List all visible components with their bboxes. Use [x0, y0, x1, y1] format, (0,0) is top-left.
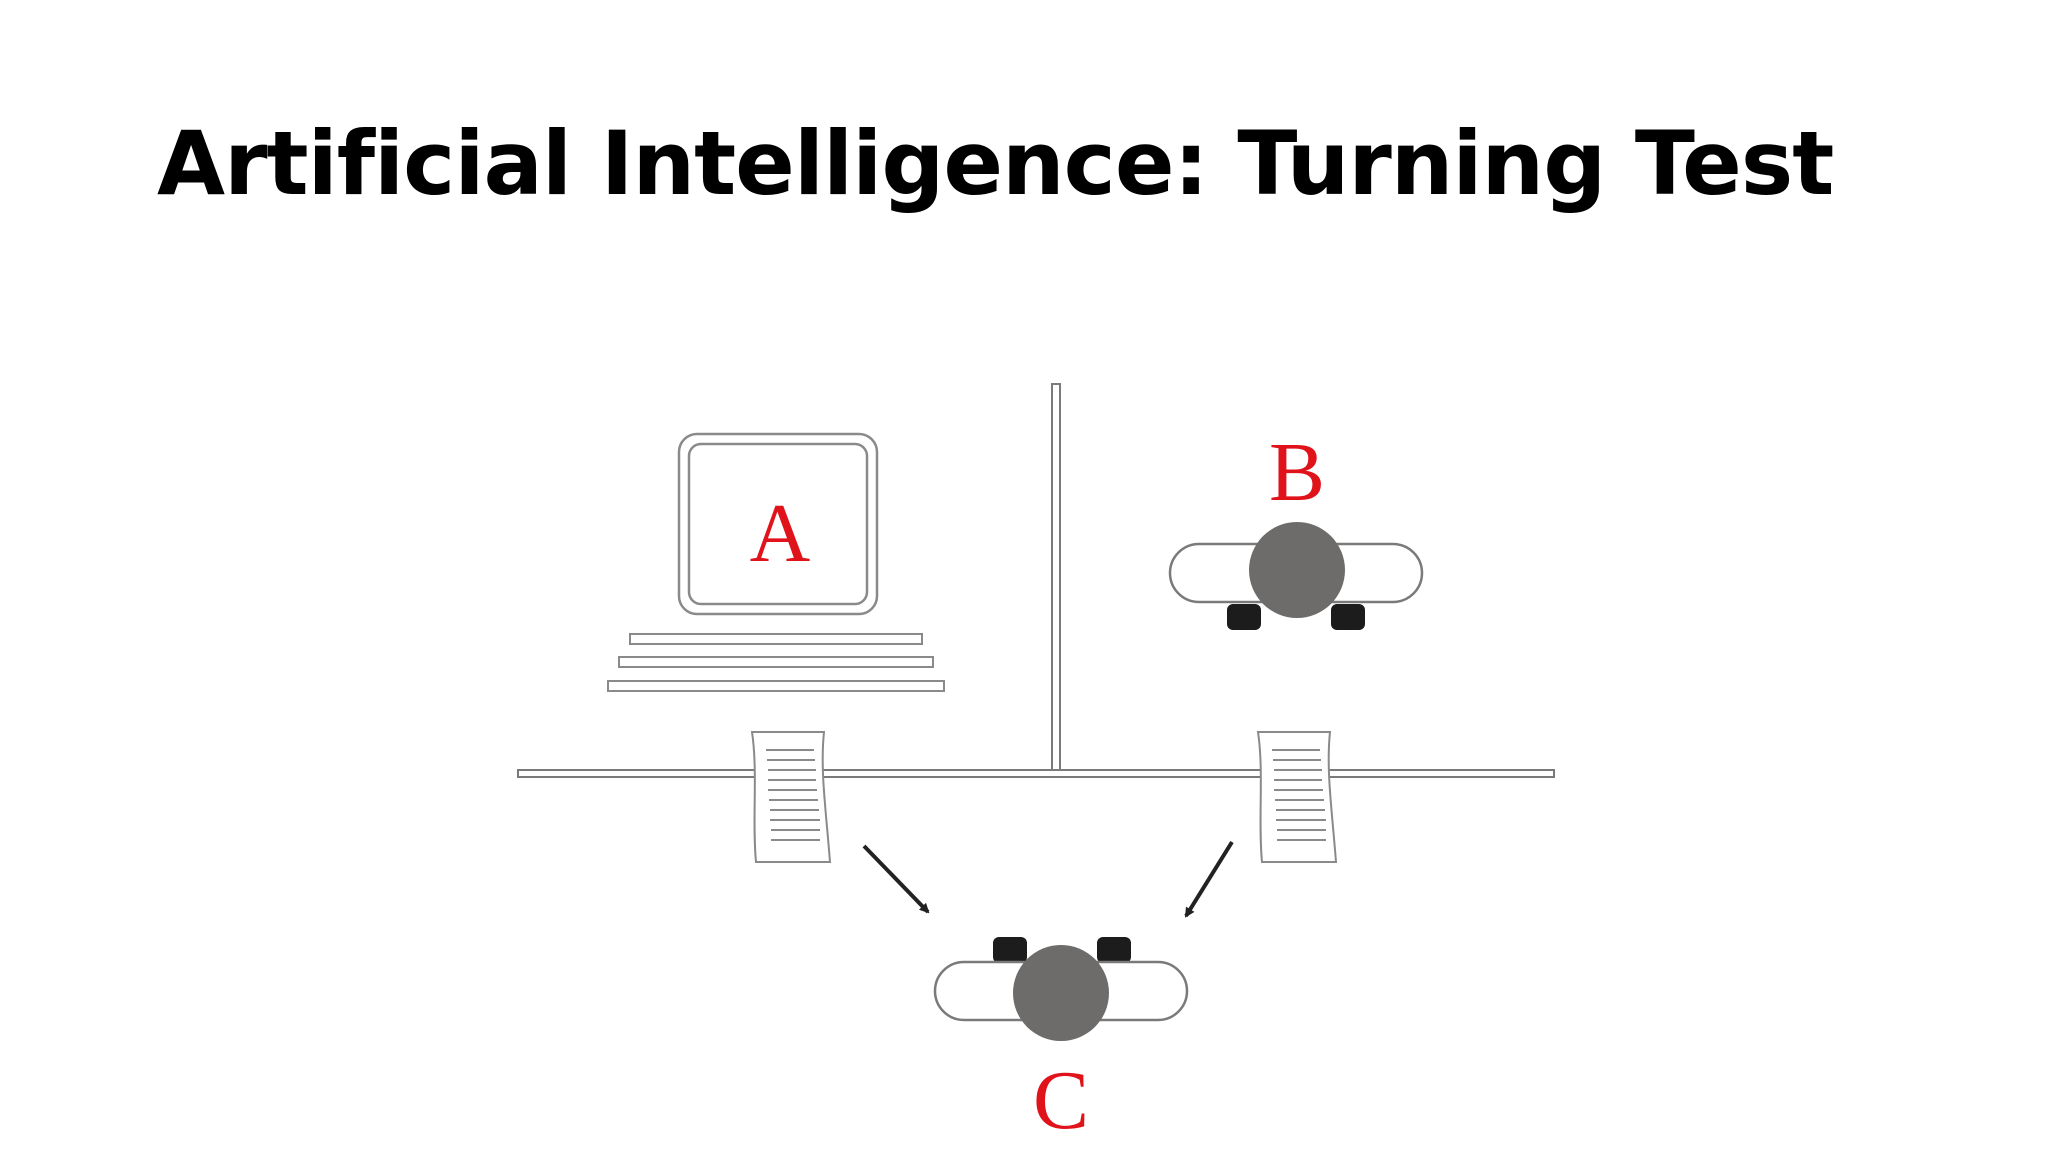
slide-title: Artificial Intelligence: Turning Test [157, 112, 1834, 215]
person-c-icon [933, 937, 1189, 1041]
label-a: A [750, 487, 811, 580]
computer-icon [607, 432, 945, 692]
label-c: C [1033, 1054, 1089, 1147]
paper-slip-left-icon [750, 731, 832, 863]
partition-wall [1051, 383, 1061, 777]
arrow-right-to-c [1184, 840, 1234, 918]
paper-slip-right-icon [1256, 731, 1338, 863]
horizontal-barrier [517, 769, 1555, 778]
arrow-left-to-c [862, 844, 930, 914]
label-b: B [1269, 426, 1325, 519]
person-b-icon [1168, 522, 1424, 630]
